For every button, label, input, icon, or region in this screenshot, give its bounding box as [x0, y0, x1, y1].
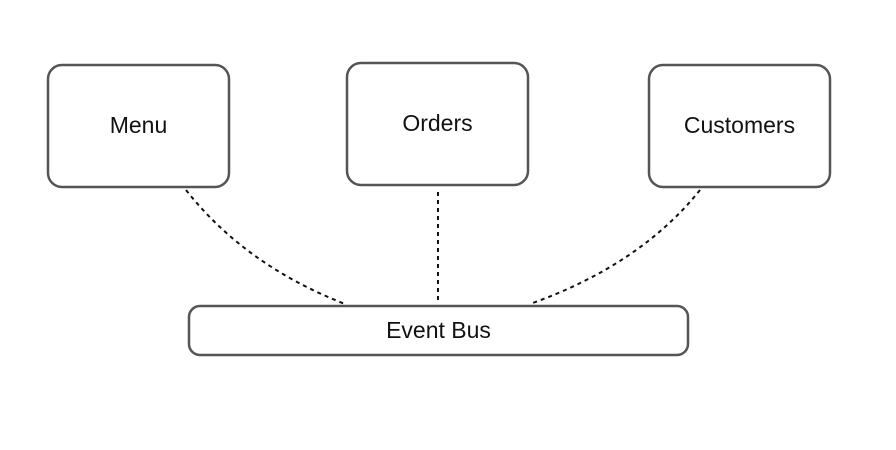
connector-menu-to-event-bus — [185, 189, 346, 305]
service-node-orders: Orders — [345, 61, 530, 187]
service-node-customers: Customers — [647, 63, 832, 189]
event-bus-label: Event Bus — [386, 317, 491, 343]
event-bus-node: Event Bus — [187, 304, 690, 357]
service-label-menu: Menu — [110, 112, 168, 138]
connector-customers-to-event-bus — [529, 189, 701, 305]
service-node-menu: Menu — [46, 63, 231, 189]
service-label-orders: Orders — [402, 110, 472, 136]
service-label-customers: Customers — [684, 112, 795, 138]
